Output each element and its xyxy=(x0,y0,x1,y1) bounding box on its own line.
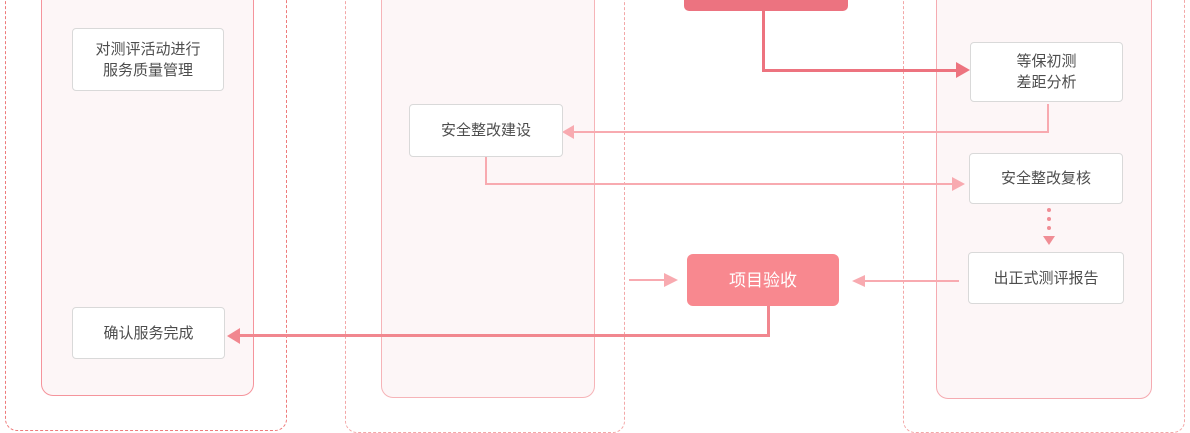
node-security-rectification-build-label: 安全整改建设 xyxy=(440,122,531,139)
connector-top-to-gap-horizontal xyxy=(762,69,956,72)
dotted-connector-dot xyxy=(1047,208,1051,212)
group-middle-inner xyxy=(381,0,595,398)
connector-report-to-acceptance xyxy=(865,280,959,282)
connector-gap-to-build-horizontal xyxy=(570,131,1049,133)
node-formal-report-label: 出正式测评报告 xyxy=(993,269,1099,287)
connector-stub-to-acceptance xyxy=(629,279,664,281)
node-confirm-service-complete: 确认服务完成 xyxy=(72,307,225,359)
connector-acceptance-to-confirm-horizontal xyxy=(240,334,770,337)
arrowhead-into-gap-analysis xyxy=(956,62,970,78)
node-gap-analysis-line1: 等保初测 xyxy=(1016,53,1077,70)
node-quality-management: 对测评活动进行 服务质量管理 xyxy=(72,28,224,91)
node-gap-analysis-line2: 差距分析 xyxy=(1016,74,1077,91)
node-project-acceptance: 项目验收 xyxy=(687,254,839,306)
node-gap-analysis: 等保初测 差距分析 xyxy=(970,42,1123,102)
arrowhead-into-confirm-done xyxy=(227,328,240,344)
group-left-outer xyxy=(5,0,287,431)
node-security-rectification-build: 安全整改建设 xyxy=(409,104,563,157)
connector-build-to-review-vertical xyxy=(485,155,487,185)
connector-top-to-gap-vertical xyxy=(762,11,765,72)
node-quality-management-line2: 服务质量管理 xyxy=(102,61,193,79)
node-rectification-review-label: 安全整改复核 xyxy=(1000,170,1091,187)
node-confirm-service-complete-label: 确认服务完成 xyxy=(103,324,194,342)
arrowhead-into-formal-report xyxy=(1043,236,1055,245)
arrowhead-into-acceptance-right xyxy=(852,275,865,287)
node-rectification-review: 安全整改复核 xyxy=(969,153,1123,204)
arrowhead-into-rectify-build xyxy=(562,125,574,139)
dotted-connector-dot xyxy=(1047,226,1051,230)
connector-acceptance-to-confirm-vertical xyxy=(767,306,770,337)
node-project-acceptance-label: 项目验收 xyxy=(729,270,797,290)
node-quality-management-line1: 对测评活动进行 xyxy=(95,40,201,58)
node-top-process-cropped xyxy=(684,0,848,11)
connector-build-to-review-horizontal xyxy=(485,183,952,185)
connector-gap-to-build-vertical xyxy=(1047,104,1049,133)
arrowhead-into-acceptance-left xyxy=(664,273,678,287)
dotted-connector-dot xyxy=(1047,217,1051,221)
node-formal-report: 出正式测评报告 xyxy=(968,252,1124,304)
arrowhead-into-rectify-review xyxy=(952,177,965,191)
